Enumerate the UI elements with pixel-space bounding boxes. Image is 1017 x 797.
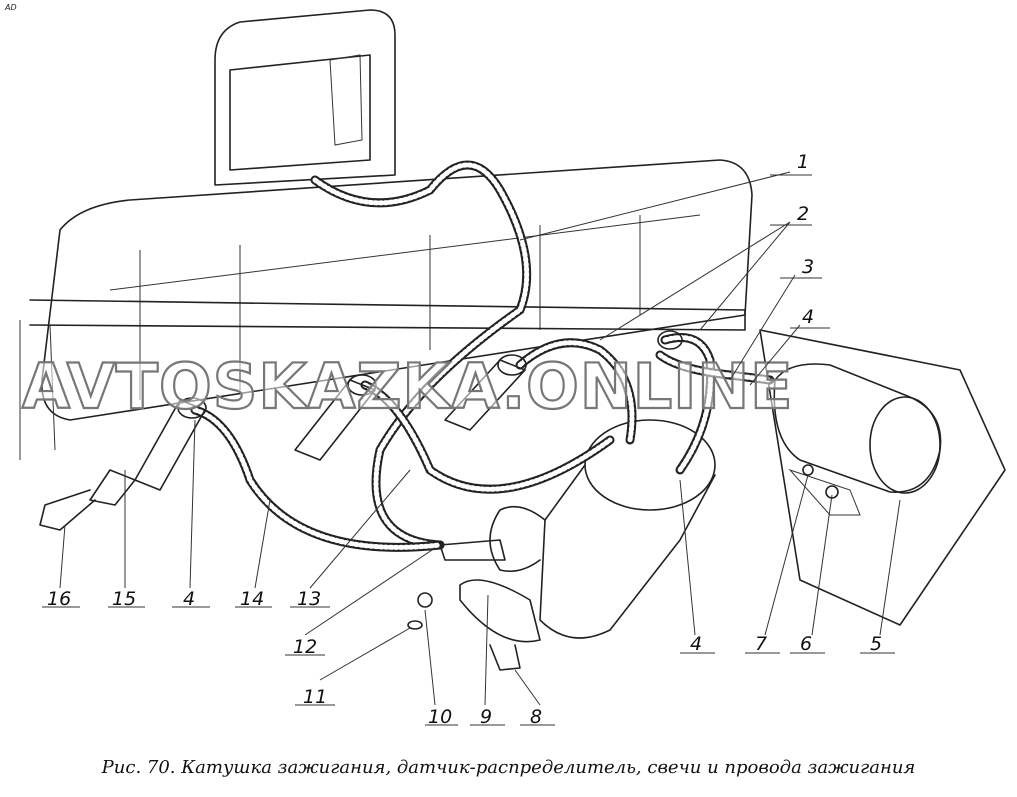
leader-lines	[42, 171, 901, 726]
ignition-wires	[190, 160, 775, 552]
watermark: AVTOSKAZKA.ONLINE	[22, 350, 794, 423]
coil-bracket	[759, 329, 1006, 626]
callout-14: 14	[240, 588, 264, 610]
callout-16: 16	[47, 588, 71, 610]
spark-plugs	[39, 330, 683, 531]
callout-8: 8	[530, 706, 542, 728]
callout-13: 13	[297, 588, 321, 610]
callout-5: 5	[870, 633, 882, 655]
callout-4: 4	[802, 306, 814, 328]
callout-11: 11	[303, 686, 327, 708]
callout-4c: 4	[183, 588, 195, 610]
callout-9: 9	[480, 706, 492, 728]
corner-mark: AD	[5, 3, 17, 12]
callout-7: 7	[755, 633, 767, 655]
callouts: 1 2 3 4 5 6 7 4 8 9 10 11 12 13 14 4 15 …	[47, 151, 882, 728]
distributor	[407, 419, 716, 671]
callout-4b: 4	[690, 633, 702, 655]
ignition-coil	[773, 363, 942, 516]
callout-10: 10	[428, 706, 452, 728]
valve-cover	[19, 159, 753, 460]
callout-1: 1	[797, 151, 809, 173]
callout-12: 12	[293, 636, 317, 658]
callout-6: 6	[800, 633, 812, 655]
callout-2: 2	[797, 203, 809, 225]
figure-caption: Рис. 70. Катушка зажигания, датчик-распр…	[101, 757, 916, 778]
expansion-tank	[214, 9, 396, 186]
callout-3: 3	[802, 256, 814, 278]
callout-15: 15	[112, 588, 136, 610]
